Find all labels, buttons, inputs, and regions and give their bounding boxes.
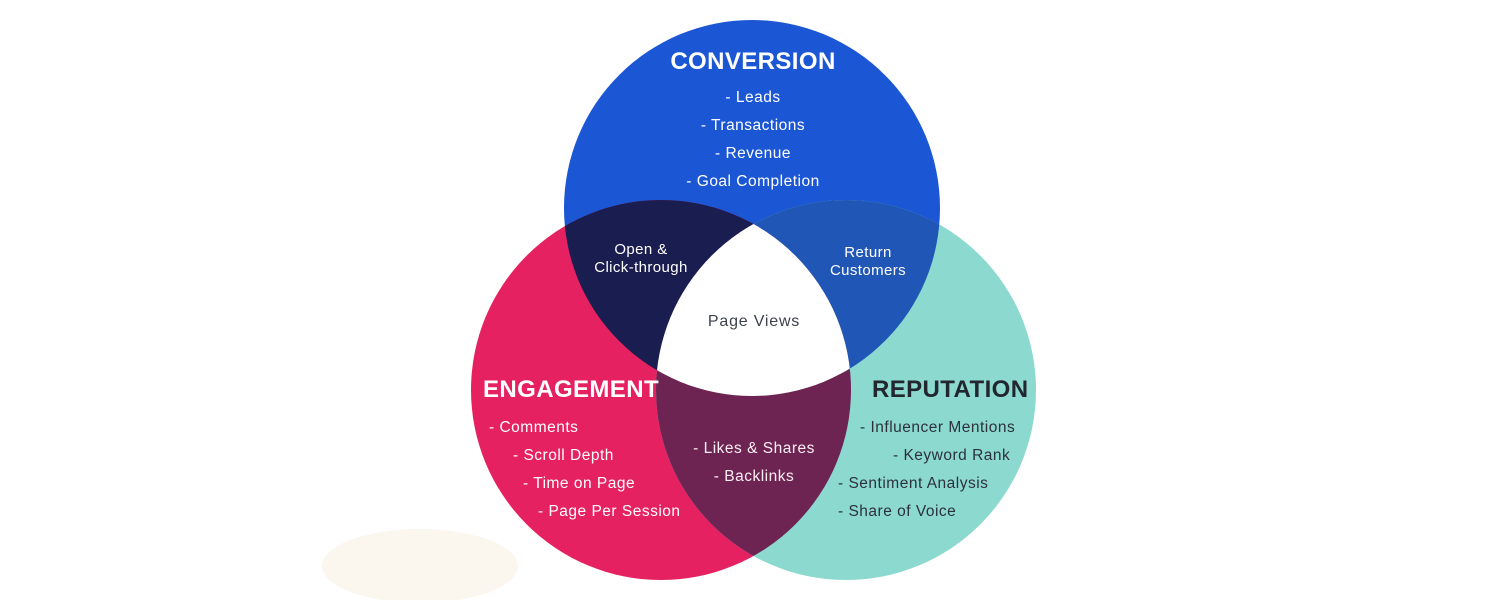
reputation-title: REPUTATION (872, 376, 1029, 403)
overlap-line: Customers (829, 262, 907, 279)
faint-watermark-blob (322, 529, 518, 600)
conversion-metric: - Transactions (700, 117, 806, 134)
overlap-metric: - Likes & Shares (693, 440, 815, 457)
conversion-metric-list: - Leads - Transactions - Revenue - Goal … (686, 84, 819, 196)
reputation-metric: - Sentiment Analysis (838, 475, 989, 492)
overlap-line: Click-through (594, 259, 688, 276)
engagement-reputation-overlap-label: - Likes & Shares - Backlinks (693, 435, 815, 491)
reputation-metric: - Influencer Mentions (860, 419, 1016, 436)
engagement-metric-list: - Comments - Scroll Depth - Time on Page… (489, 414, 681, 526)
conversion-title: CONVERSION (670, 48, 836, 75)
center-overlap-label: Page Views (707, 313, 801, 330)
overlap-line: Open & (614, 241, 668, 258)
conversion-reputation-overlap-label: Return Customers (830, 244, 906, 280)
reputation-metric-list: - Influencer Mentions - Keyword Rank - S… (838, 414, 1015, 526)
reputation-metric: - Share of Voice (838, 503, 957, 520)
conversion-metric: - Revenue (714, 145, 792, 162)
engagement-title: ENGAGEMENT (483, 376, 660, 403)
reputation-metric: - Keyword Rank (893, 447, 1011, 464)
conversion-metric: - Goal Completion (686, 173, 820, 190)
engagement-metric: - Time on Page (523, 475, 636, 492)
engagement-metric: - Page Per Session (538, 503, 681, 520)
engagement-metric: - Comments (489, 419, 579, 436)
conversion-metric: - Leads (725, 89, 781, 106)
conversion-engagement-overlap-label: Open & Click-through (594, 241, 688, 277)
engagement-metric: - Scroll Depth (513, 447, 614, 464)
overlap-line: Return (844, 244, 892, 261)
overlap-metric: - Backlinks (713, 468, 795, 485)
